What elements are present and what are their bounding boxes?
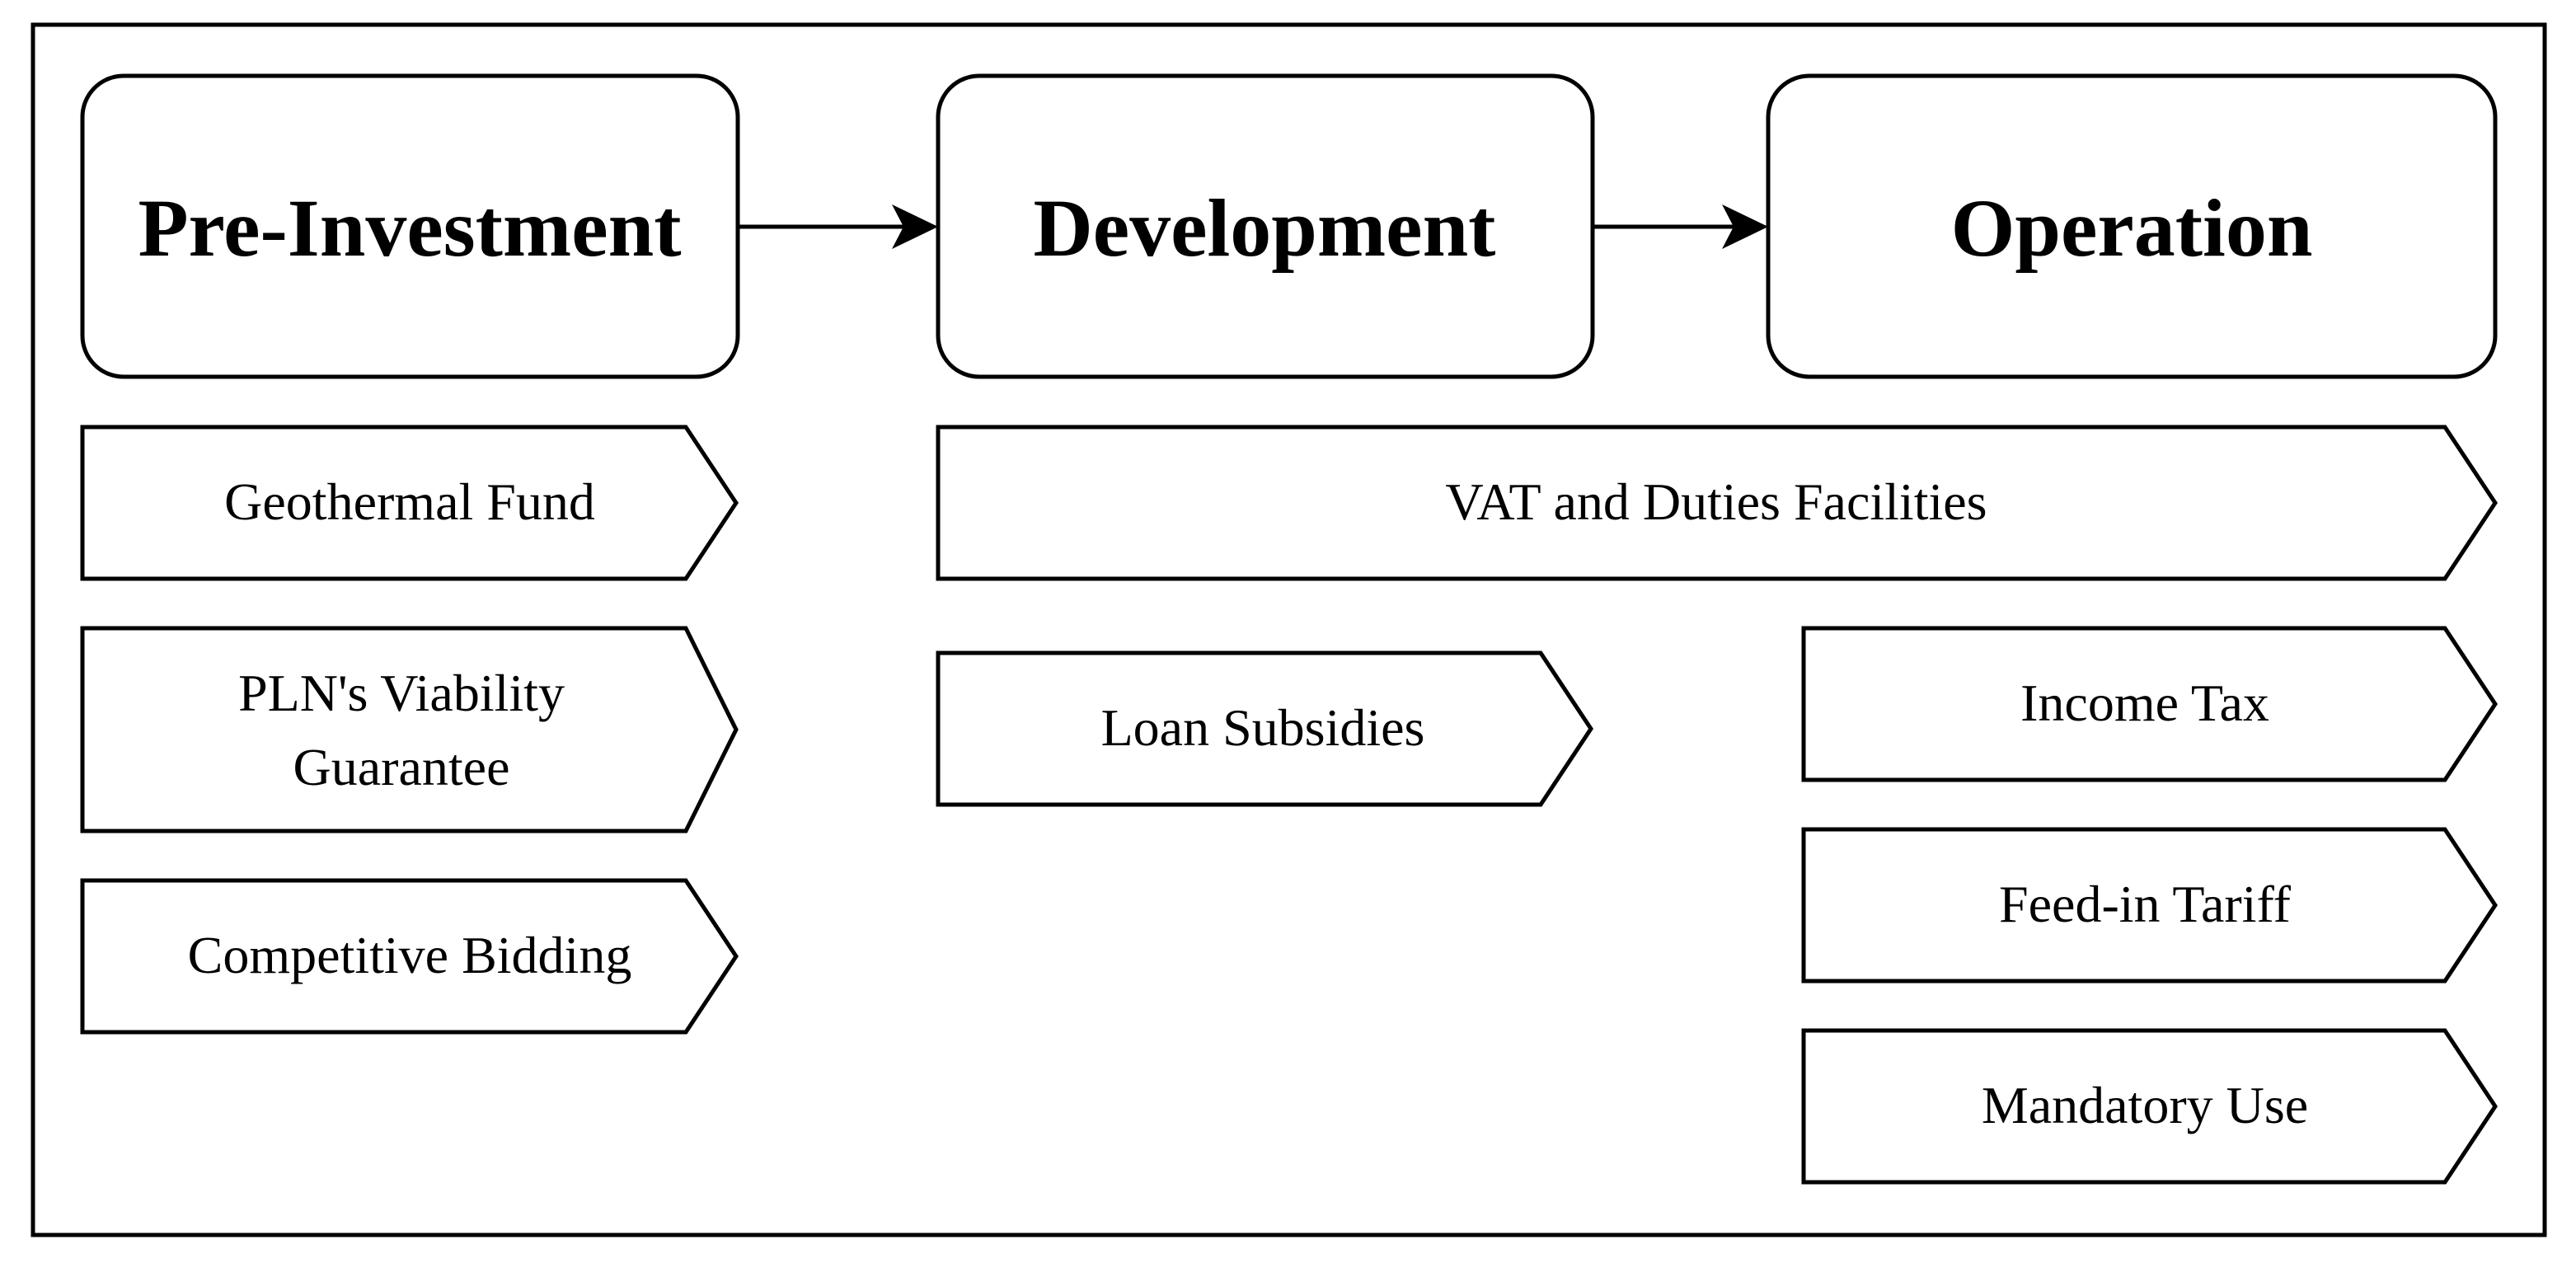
connector-development-to-operation [1593,204,1768,249]
incentive-feed-in-tariff: Feed-in Tariff [1801,827,2498,984]
incentive-income-tax: Income Tax [1801,626,2498,782]
incentive-vat-duties-facilities: VAT and Duties Facilities [936,425,2498,581]
incentive-label-competitive-bidding: Competitive Bidding [188,926,632,984]
incentive-label-mandatory-use: Mandatory Use [1982,1076,2308,1134]
incentive-label-pln-viability-guarantee-line-2: Guarantee [293,738,510,796]
stage-label-pre-investment: Pre-Investment [138,182,681,274]
stage-operation: Operation [1766,73,2498,379]
incentive-geothermal-fund: Geothermal Fund [80,425,739,581]
incentive-label-feed-in-tariff: Feed-in Tariff [1999,875,2292,933]
stage-label-operation: Operation [1951,182,2313,274]
incentive-label-pln-viability-guarantee-line-1: PLN's Viability [238,664,565,722]
stage-development: Development [936,73,1595,379]
incentive-loan-subsidies: Loan Subsidies [936,650,1593,807]
stage-label-development: Development [1034,182,1496,274]
incentive-label-income-tax: Income Tax [2020,674,2269,732]
incentive-pln-viability-guarantee: PLN's Viability Guarantee [80,626,739,833]
incentive-competitive-bidding: Competitive Bidding [80,878,739,1035]
stage-pre-investment: Pre-Investment [80,73,740,379]
incentive-label-loan-subsidies: Loan Subsidies [1101,698,1425,757]
incentive-mandatory-use: Mandatory Use [1801,1028,2498,1185]
connector-pre-investment-to-development [738,204,938,249]
incentive-label-vat-duties-facilities: VAT and Duties Facilities [1445,472,1987,531]
incentive-label-geothermal-fund: Geothermal Fund [224,472,595,531]
